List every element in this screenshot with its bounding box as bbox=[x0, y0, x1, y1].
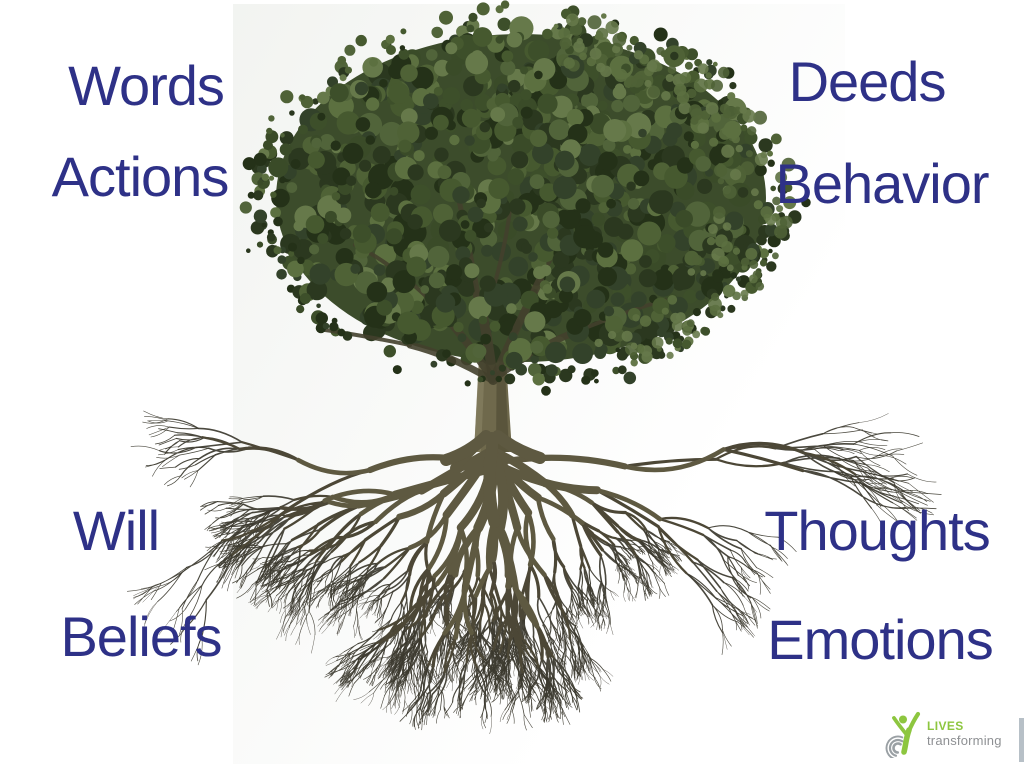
label-deeds: Deeds bbox=[788, 50, 947, 113]
logo-tagline-text: transforming bbox=[927, 733, 1002, 748]
label-behavior: Behavior bbox=[775, 152, 989, 215]
label-will: Will bbox=[72, 499, 160, 562]
label-actions: Actions bbox=[51, 145, 230, 208]
label-emotions: Emotions bbox=[767, 608, 993, 671]
label-thoughts: Thoughts bbox=[764, 499, 990, 562]
tree-canopy bbox=[239, 0, 811, 396]
tree-roots bbox=[127, 410, 942, 735]
logo-brand-text: LIVES bbox=[927, 719, 964, 733]
edge-artifact bbox=[1019, 718, 1024, 762]
person-ripples-icon bbox=[885, 711, 921, 758]
label-words: Words bbox=[68, 54, 225, 117]
label-beliefs: Beliefs bbox=[60, 605, 222, 668]
lives-transforming-logo: LIVES transforming bbox=[884, 708, 1020, 760]
